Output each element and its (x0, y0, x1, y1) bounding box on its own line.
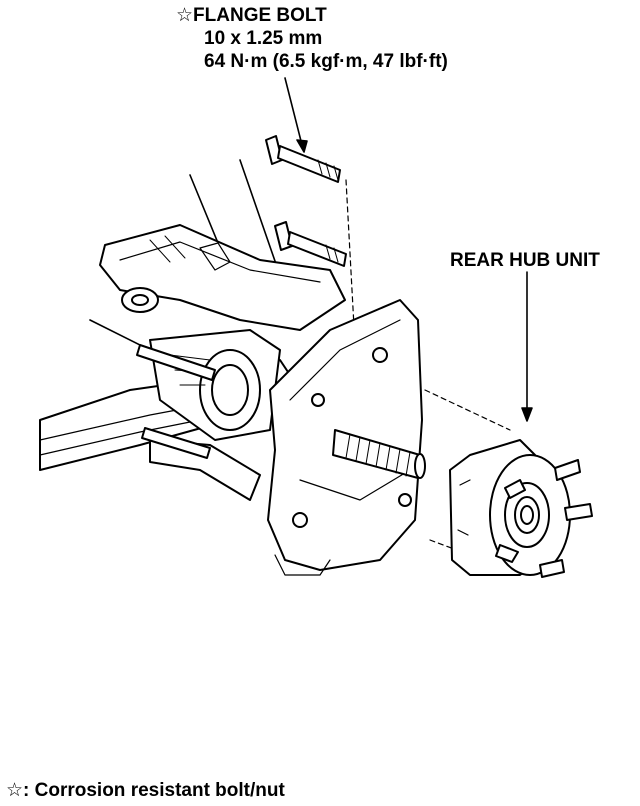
trailing-arm (136, 329, 281, 459)
upper-arm (99, 224, 346, 331)
leader-lines (89, 77, 533, 422)
hub-studs (495, 459, 593, 578)
flange-bolt-lower (274, 221, 347, 267)
flange-bolt-torque: 64 N·m (6.5 kgf·m, 47 lbf·ft) (204, 51, 448, 72)
rear-hub-unit-label: REAR HUB UNIT (450, 250, 600, 271)
rear-hub-unit (449, 439, 593, 578)
flange-bolt-title: ☆FLANGE BOLT (176, 5, 327, 26)
corrosion-resistant-legend: ☆: Corrosion resistant bolt/nut (6, 780, 285, 801)
flange-bolt-upper (265, 135, 341, 183)
axle-spindle (332, 429, 426, 479)
flange-bolt-callout: ☆FLANGE BOLT 10 x 1.25 mm 64 N·m (6.5 kg… (176, 4, 448, 73)
flange-bolt-size: 10 x 1.25 mm (204, 28, 323, 49)
